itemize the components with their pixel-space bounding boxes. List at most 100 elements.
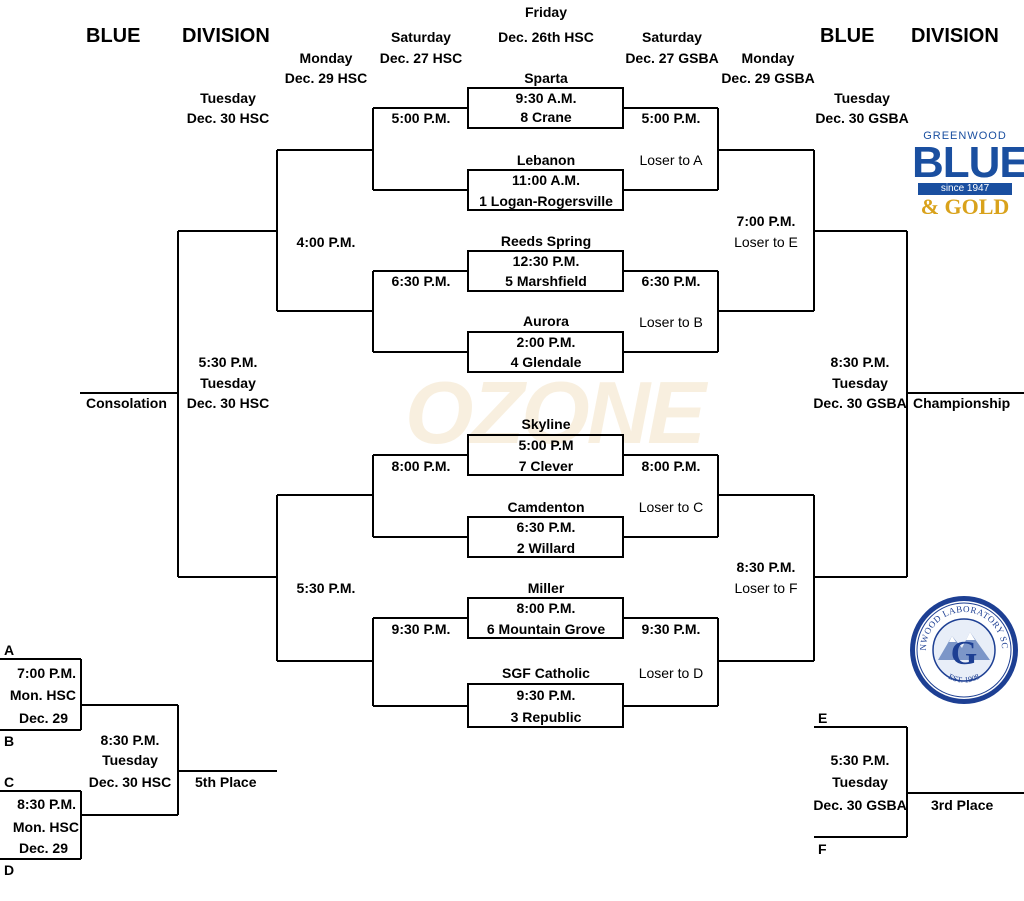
- tuesday-left-day: Tuesday: [200, 90, 256, 106]
- friday-day: Friday: [524, 4, 568, 20]
- loser-to-b-label: Loser to B: [639, 314, 703, 330]
- sat-left-time-2: 6:30 P.M.: [391, 273, 451, 289]
- letter-a: A: [4, 642, 15, 658]
- saturday-left-day: Saturday: [391, 29, 451, 45]
- tuesday-right-date: Dec. 30 GSBA: [815, 110, 909, 126]
- logo-greenwood-text: GREENWOOD: [923, 130, 1007, 142]
- game-1-top-team: Sparta: [524, 70, 568, 86]
- game-6-bottom-team: 2 Willard: [516, 540, 576, 556]
- loser-to-d-label: Loser to D: [638, 665, 704, 681]
- monday-left-date: Dec. 29 HSC: [284, 70, 368, 86]
- greenwood-blue-gold-logo: GREENWOOD BLUE since 1947 & GOLD: [912, 130, 1024, 230]
- fifth-game1-day: Mon. HSC: [9, 687, 76, 703]
- consolation-label: Consolation: [86, 395, 167, 411]
- saturday-right-date: Dec. 27 GSBA: [625, 50, 719, 66]
- game-5-top-team: Skyline: [521, 416, 571, 432]
- game-8-top-team: SGF Catholic: [502, 665, 590, 681]
- mon-right-time-2: 8:30 P.M.: [736, 559, 796, 575]
- third-date: Dec. 30 GSBA: [813, 797, 907, 813]
- letter-e: E: [818, 710, 828, 726]
- logo-gold-text: & GOLD: [920, 194, 1010, 219]
- letter-c: C: [4, 774, 15, 790]
- game-8-bottom-team: 3 Republic: [510, 709, 582, 725]
- monday-left-day: Monday: [299, 50, 353, 66]
- left-division-heading: DIVISION: [182, 25, 270, 47]
- game-4-time: 2:00 P.M.: [516, 334, 576, 350]
- fifth-game1-date: Dec. 29: [18, 710, 68, 726]
- loser-to-c-label: Loser to C: [638, 499, 704, 515]
- saturday-left-date: Dec. 27 HSC: [379, 50, 463, 66]
- loser-to-e-label: Loser to E: [734, 234, 798, 250]
- monday-right-day: Monday: [741, 50, 795, 66]
- right-division-heading: DIVISION: [911, 25, 999, 47]
- mon-left-time-1: 4:00 P.M.: [296, 234, 356, 250]
- mon-right-time-1: 7:00 P.M.: [736, 213, 796, 229]
- ozone-watermark: OZONE: [405, 363, 706, 462]
- sat-right-time-1: 5:00 P.M.: [641, 110, 701, 126]
- letter-f: F: [818, 841, 827, 857]
- game-2-top-team: Lebanon: [516, 152, 576, 168]
- consolation-date: Dec. 30 HSC: [186, 395, 270, 411]
- sat-right-time-3: 8:00 P.M.: [641, 458, 701, 474]
- sat-left-time-3: 8:00 P.M.: [391, 458, 451, 474]
- fifth-game2-day: Mon. HSC: [12, 819, 79, 835]
- letter-d: D: [4, 862, 15, 878]
- game-5-time: 5:00 P.M: [518, 437, 574, 453]
- seal-est: EST. 1908: [947, 672, 981, 685]
- game-6-top-team: Camdenton: [507, 499, 585, 515]
- game-1-bottom-team: 8 Crane: [520, 109, 572, 125]
- letter-b: B: [4, 733, 15, 749]
- game-3-time: 12:30 P.M.: [512, 253, 580, 269]
- loser-to-a-label: Loser to A: [639, 152, 703, 168]
- game-7-top-team: Miller: [527, 580, 565, 596]
- greenwood-laboratory-school-seal: G GREENWOOD LABORATORY SCHOOL EST. 1908: [908, 594, 1018, 704]
- game-4-top-team: Aurora: [523, 313, 569, 329]
- fifth-final-time: 8:30 P.M.: [100, 732, 160, 748]
- game-3-bottom-team: 5 Marshfield: [505, 273, 587, 289]
- third-place-label: 3rd Place: [931, 797, 994, 813]
- logo-since-text: since 1947: [918, 183, 1012, 195]
- sat-right-time-4: 9:30 P.M.: [641, 621, 701, 637]
- fifth-game2-date: Dec. 29: [18, 840, 68, 856]
- game-7-bottom-team: 6 Mountain Grove: [486, 621, 606, 637]
- mon-left-time-2: 5:30 P.M.: [296, 580, 356, 596]
- championship-time: 8:30 P.M.: [830, 354, 890, 370]
- sat-left-time-1: 5:00 P.M.: [391, 110, 451, 126]
- game-2-time: 11:00 A.M.: [512, 172, 580, 188]
- fifth-game2-time: 8:30 P.M.: [17, 796, 76, 812]
- left-blue-heading: BLUE: [86, 25, 141, 47]
- championship-label: Championship: [913, 395, 1011, 411]
- fifth-final-date: Dec. 30 HSC: [88, 774, 172, 790]
- game-4-bottom-team: 4 Glendale: [510, 354, 582, 370]
- svg-text:EST. 1908: EST. 1908: [947, 672, 981, 685]
- friday-date: Dec. 26th HSC: [498, 29, 594, 45]
- game-3-top-team: Reeds Spring: [500, 233, 592, 249]
- consolation-time: 5:30 P.M.: [198, 354, 258, 370]
- monday-right-date: Dec. 29 GSBA: [721, 70, 815, 86]
- right-blue-heading: BLUE: [820, 25, 875, 47]
- game-8-time: 9:30 P.M.: [516, 687, 576, 703]
- fifth-game1-time: 7:00 P.M.: [17, 665, 76, 681]
- loser-to-f-label: Loser to F: [734, 580, 798, 596]
- game-6-time: 6:30 P.M.: [516, 519, 576, 535]
- fifth-final-day: Tuesday: [102, 752, 158, 768]
- saturday-right-day: Saturday: [642, 29, 702, 45]
- fifth-place-label: 5th Place: [195, 774, 257, 790]
- championship-date: Dec. 30 GSBA: [813, 395, 907, 411]
- tuesday-right-day: Tuesday: [834, 90, 890, 106]
- game-7-time: 8:00 P.M.: [516, 600, 576, 616]
- svg-text:G: G: [951, 635, 977, 672]
- logo-blue-text: BLUE: [912, 138, 1024, 187]
- game-2-bottom-team: 1 Logan-Rogersville: [479, 193, 613, 209]
- championship-day: Tuesday: [832, 375, 888, 391]
- game-1-time: 9:30 A.M.: [515, 90, 577, 106]
- third-time: 5:30 P.M.: [830, 752, 890, 768]
- third-day: Tuesday: [832, 774, 888, 790]
- sat-left-time-4: 9:30 P.M.: [391, 621, 451, 637]
- tuesday-left-date: Dec. 30 HSC: [186, 110, 270, 126]
- game-5-bottom-team: 7 Clever: [518, 458, 574, 474]
- sat-right-time-2: 6:30 P.M.: [641, 273, 701, 289]
- consolation-day: Tuesday: [200, 375, 256, 391]
